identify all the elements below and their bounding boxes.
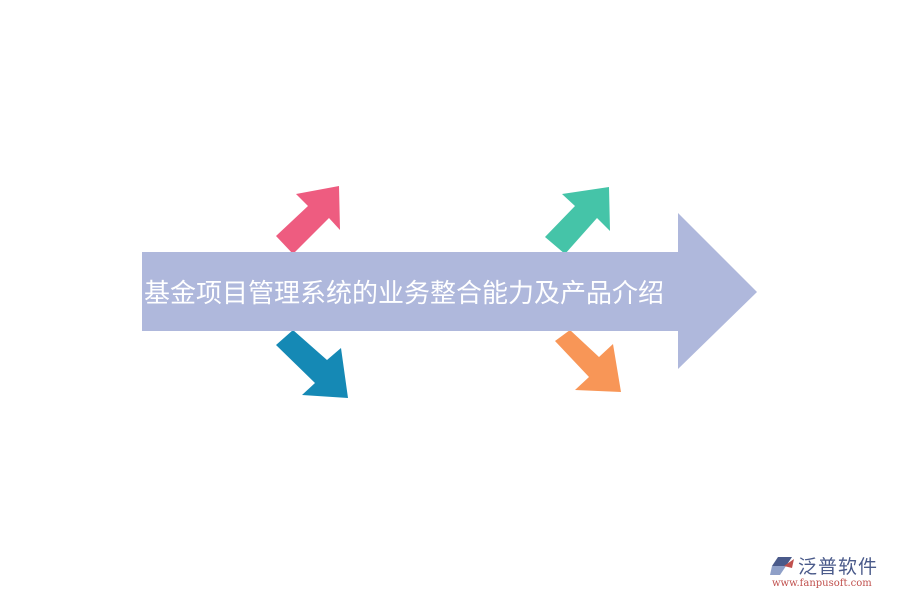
- arrow-up-right-pink-icon: [276, 186, 340, 254]
- diagram-title: 基金项目管理系统的业务整合能力及产品介绍: [144, 279, 665, 309]
- arrow-up-right-teal-icon: [545, 187, 610, 254]
- logo-url: www.fanpusoft.com: [772, 578, 872, 589]
- arrow-down-right-blue-icon: [276, 330, 348, 398]
- logo-name: 泛普软件: [798, 556, 879, 578]
- fanpu-logo: 泛普软件 www.fanpusoft.com: [768, 552, 898, 592]
- arrow-down-right-orange-icon: [555, 330, 621, 392]
- fanpu-logo-icon: [770, 557, 794, 575]
- main-arrow-icon: [142, 213, 757, 369]
